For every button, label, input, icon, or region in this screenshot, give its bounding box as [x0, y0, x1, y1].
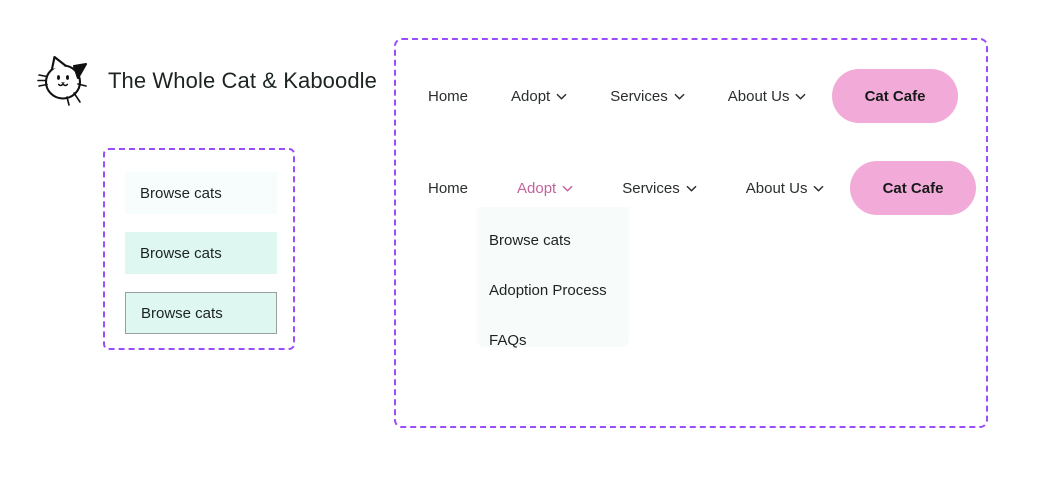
cat-cafe-button[interactable]: Cat Cafe — [832, 69, 958, 123]
nav-item-services[interactable]: Services — [610, 88, 685, 105]
nav-item-label: Services — [622, 179, 680, 197]
nav-item-label: Services — [610, 87, 668, 105]
nav-items-default: Home Adopt Services About Us — [396, 88, 806, 105]
dropdown-item-adoption-process[interactable]: Adoption Process — [489, 281, 607, 299]
brand-header: The Whole Cat & Kaboodle — [36, 52, 377, 110]
page-title: The Whole Cat & Kaboodle — [108, 68, 377, 93]
dropdown-item-faqs[interactable]: FAQs — [489, 331, 527, 349]
adopt-dropdown-menu: Browse cats Adoption Process FAQs — [477, 207, 629, 349]
cat-cafe-button[interactable]: Cat Cafe — [850, 161, 976, 215]
nav-item-home[interactable]: Home — [428, 88, 468, 105]
browse-cats-button-hover[interactable]: Browse cats — [125, 232, 277, 274]
chevron-down-icon — [686, 183, 697, 194]
nav-item-label: Adopt — [517, 179, 557, 197]
navbar-dropdown-open: Home Adopt Services About Us — [396, 158, 986, 218]
chevron-down-icon — [795, 91, 806, 102]
dropdown-item-browse-cats[interactable]: Browse cats — [489, 231, 571, 249]
browse-cats-button-focus[interactable]: Browse cats — [125, 292, 277, 334]
nav-item-label: Home — [428, 179, 469, 197]
chevron-down-icon — [562, 183, 573, 194]
button-states-annotation-panel: Browse cats Browse cats Browse cats — [103, 148, 295, 350]
nav-item-adopt-active[interactable]: Adopt — [517, 180, 573, 197]
nav-item-about-us[interactable]: About Us — [728, 88, 807, 105]
navigation-annotation-panel: Home Adopt Services About Us — [394, 38, 988, 428]
nav-item-services[interactable]: Services — [622, 180, 697, 197]
nav-item-label: Adopt — [511, 87, 551, 105]
chevron-down-icon — [674, 91, 685, 102]
navbar-default: Home Adopt Services About Us — [396, 66, 986, 126]
nav-item-home[interactable]: Home — [428, 180, 468, 197]
nav-items-open: Home Adopt Services About Us — [396, 180, 824, 197]
chevron-down-icon — [813, 183, 824, 194]
nav-item-adopt[interactable]: Adopt — [511, 88, 567, 105]
nav-item-label: About Us — [745, 179, 808, 197]
nav-item-label: About Us — [727, 87, 790, 105]
nav-item-about-us[interactable]: About Us — [746, 180, 825, 197]
chevron-down-icon — [556, 91, 567, 102]
browse-cats-button-default[interactable]: Browse cats — [125, 172, 277, 214]
nav-item-label: Home — [428, 87, 469, 105]
cat-face-icon — [36, 52, 94, 110]
